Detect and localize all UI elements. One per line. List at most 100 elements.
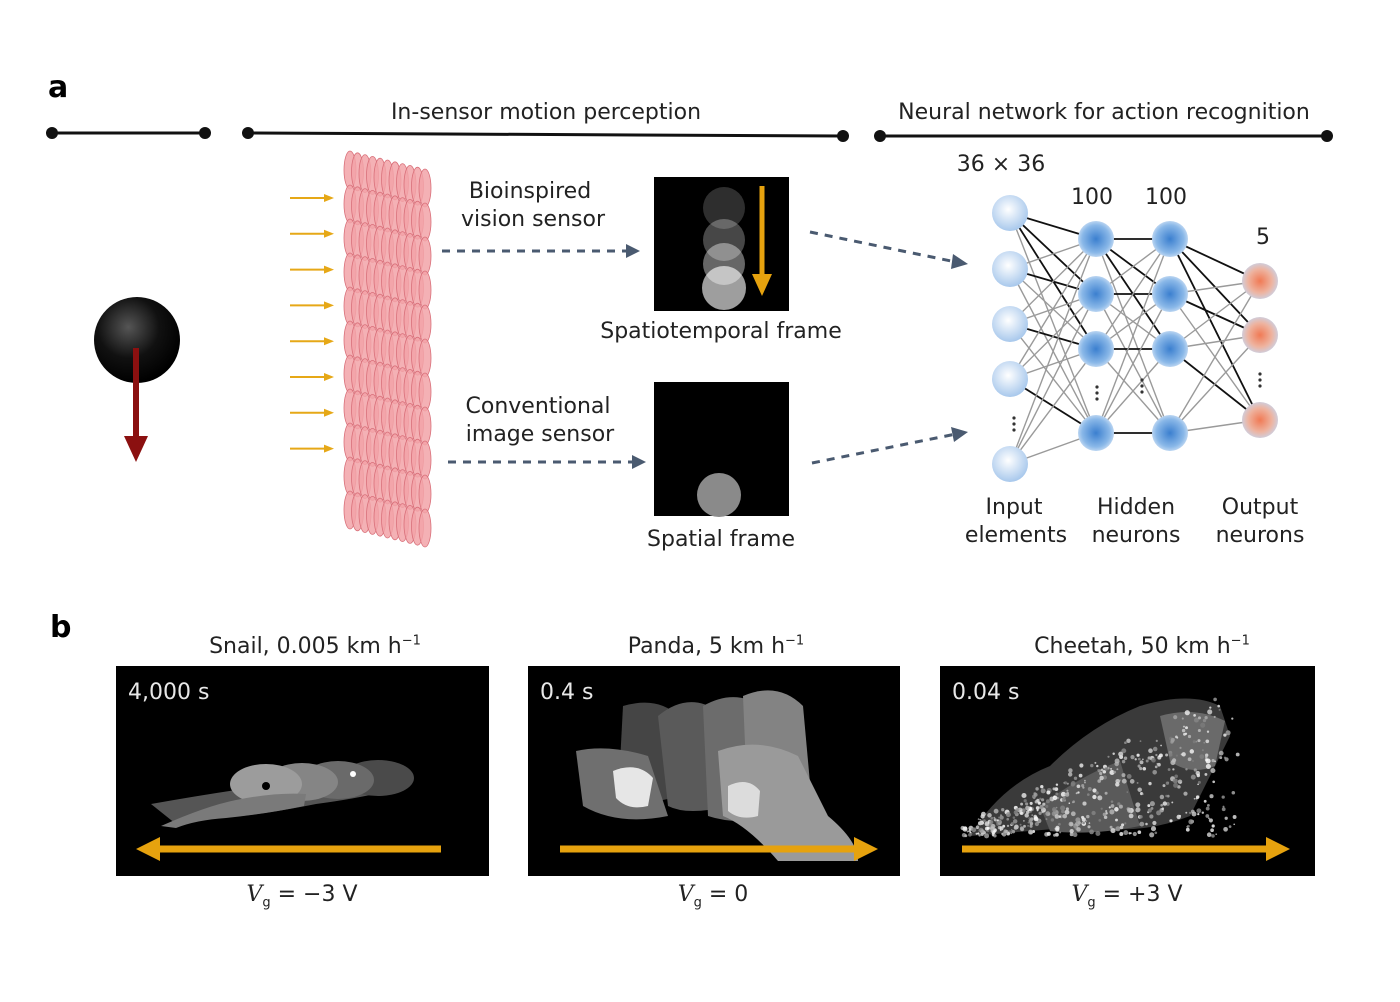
hidden2-node <box>1152 276 1188 312</box>
cheetah-speckle <box>1206 803 1210 807</box>
hidden-layer-label-line1: Hidden <box>1096 495 1176 520</box>
hidden2-node <box>1152 331 1188 367</box>
input-node <box>992 361 1028 397</box>
cheetah-speckle <box>1109 825 1113 829</box>
panel-b-letter: b <box>50 610 72 645</box>
cheetah-speckle <box>1190 774 1196 780</box>
cheetah-speckle <box>1027 821 1030 824</box>
cheetah-speckle <box>986 826 990 830</box>
cheetah-speckle <box>1082 821 1085 825</box>
cheetah-speckle <box>1114 758 1120 764</box>
hidden2-node <box>1152 221 1188 257</box>
cheetah-speckle <box>1041 798 1045 802</box>
cheetah-speckle <box>1175 754 1178 757</box>
spatial-frame-label: Spatial frame <box>647 527 795 552</box>
cheetah-speckle <box>1081 784 1085 788</box>
cheetah-speckle <box>1068 768 1073 773</box>
cheetah-speckle <box>1213 715 1216 718</box>
cheetah-speckle <box>1019 823 1022 826</box>
cheetah-speckle <box>1119 825 1124 830</box>
cheetah-speckle <box>1197 739 1201 743</box>
cheetah-speckle <box>1032 796 1036 800</box>
cheetah-speckle <box>1206 832 1212 837</box>
cheetah-speckle <box>1067 772 1073 777</box>
cheetah-speckle <box>980 832 984 837</box>
cheetah-title: Cheetah, 50 km h−1 <box>1034 633 1250 659</box>
cheetah-speckle <box>1181 752 1186 757</box>
cheetah-speckle <box>1094 761 1097 764</box>
hidden2-node <box>1152 415 1188 451</box>
light-arrows <box>290 194 334 453</box>
section-bars <box>46 127 1333 142</box>
cheetah-speckle <box>978 821 983 826</box>
sensor-cell <box>418 474 432 514</box>
section-title-network: Neural network for action recognition <box>898 100 1310 125</box>
cheetah-speckle <box>1118 804 1123 809</box>
cheetah-speckle <box>1079 763 1084 768</box>
cheetah-speckle <box>1126 774 1132 779</box>
cheetah-speckle <box>1033 792 1038 797</box>
sensor-cell <box>418 168 432 208</box>
cheetah-speckle <box>1065 807 1069 811</box>
cheetah-speckle <box>1086 814 1090 819</box>
cheetah-speckle <box>1108 806 1111 809</box>
cheetah-speckle <box>989 820 994 825</box>
cheetah-speckle <box>1152 820 1157 826</box>
light-arrow-head <box>324 337 334 346</box>
cheetah-speckle <box>1075 817 1081 823</box>
cheetah-speckle <box>1181 717 1184 720</box>
cheetah-speckle <box>1193 768 1197 772</box>
cheetah-speckle <box>1124 741 1127 745</box>
cheetah-speckle <box>976 827 979 830</box>
network-edge <box>1095 238 1171 434</box>
cheetah-speckle <box>1063 781 1068 785</box>
cheetah-speckle <box>1046 790 1051 795</box>
cheetah-speckle <box>1207 709 1213 715</box>
cheetah-speckle <box>1092 794 1097 800</box>
cheetah-speckle <box>1097 769 1100 772</box>
cheetah-speckle <box>1055 806 1058 809</box>
cheetah-speckle <box>1137 757 1141 761</box>
cheetah-speckle <box>1205 806 1210 811</box>
cheetah-speckle <box>1102 812 1107 817</box>
cheetah-speckle <box>1172 768 1175 771</box>
output-layer-label-line1: Output <box>1221 495 1299 520</box>
spatiotemporal-frame-label: Spatiotemporal frame <box>600 319 842 344</box>
cheetah-speckle <box>1182 725 1186 728</box>
sensor-cell <box>418 440 432 480</box>
cheetah-speckle <box>1211 834 1215 838</box>
panda-gate-voltage: Vg = 0 <box>677 882 749 911</box>
cheetah-speckle <box>1211 759 1215 763</box>
cheetah-speckle <box>1123 830 1129 836</box>
input-node <box>992 251 1028 287</box>
cheetah-speckle <box>1025 802 1029 806</box>
cheetah-speckle <box>1038 811 1042 815</box>
cheetah-speckle <box>1110 800 1114 803</box>
cheetah-speckle <box>1218 708 1221 711</box>
cheetah-speckle <box>1053 833 1057 837</box>
cheetah-speckle <box>1221 807 1226 812</box>
hidden1-layer-size: 100 <box>1071 185 1113 210</box>
sensor-cell <box>418 372 432 412</box>
cheetah-speckle <box>1202 718 1207 723</box>
cheetah-speckle <box>1203 741 1206 744</box>
cheetah-speckle <box>1170 737 1175 742</box>
cheetah-speckle <box>1128 832 1131 835</box>
sensor-array <box>343 150 432 548</box>
cheetah-speckle <box>999 826 1004 831</box>
output-node <box>1242 317 1278 353</box>
cheetah-speckle <box>1185 811 1188 814</box>
cheetah-speckle <box>1170 760 1176 766</box>
cheetah-speckle <box>1145 759 1149 763</box>
cheetah-speckle <box>1058 815 1061 818</box>
cheetah-speckle <box>1197 716 1202 720</box>
cheetah-speckle <box>1087 787 1092 791</box>
cheetah-speckle <box>1139 740 1142 742</box>
cheetah-speckle <box>1021 792 1027 799</box>
cheetah-speckle <box>1107 755 1110 758</box>
cheetah-speckle <box>978 834 981 837</box>
cheetah-speckle <box>1115 818 1118 822</box>
cheetah-speckle <box>1023 824 1026 828</box>
cheetah-speckle <box>1160 744 1162 747</box>
cheetah-speckle <box>1046 831 1051 836</box>
